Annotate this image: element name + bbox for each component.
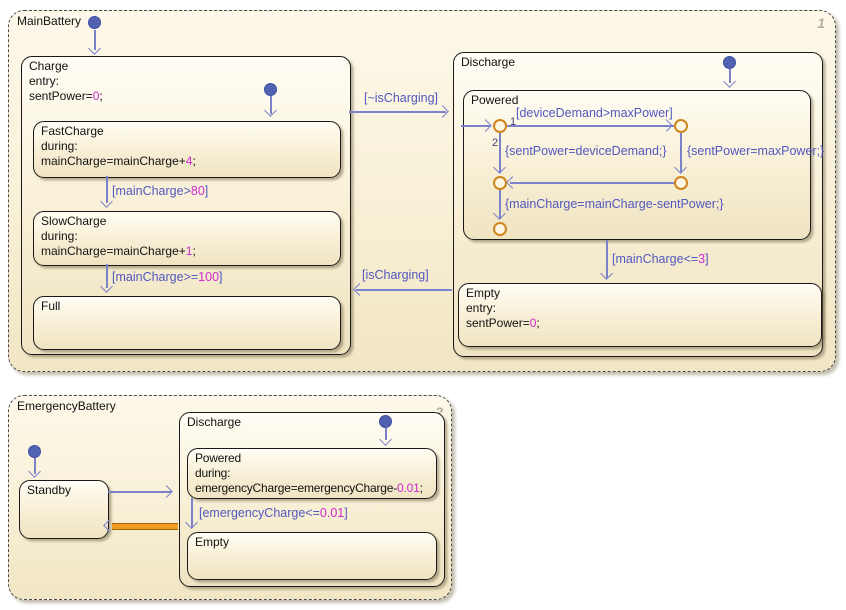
transition-send-max[interactable] [680,133,682,173]
default-transition-dot[interactable] [723,56,736,69]
state-label-block: Charge entry: sentPower=0; [22,57,350,104]
state-title: Discharge [461,55,516,69]
transition-label[interactable]: {sentPower=maxPower;} [687,144,825,158]
transition-label[interactable]: [mainCharge>=100] [112,270,223,284]
state-title: Standby [27,483,72,497]
junction[interactable] [493,176,507,190]
state-full[interactable]: Full [33,296,341,350]
state-title: EmergencyBattery [17,399,116,413]
transition-powered-entry[interactable] [461,125,490,127]
transition-label[interactable]: [isCharging] [362,268,429,282]
junction[interactable] [674,119,688,133]
state-label-block: FastCharge during: mainCharge=mainCharge… [34,122,340,169]
transition-label[interactable]: {mainCharge=mainCharge-sentPower;} [505,197,724,211]
state-title: Powered [471,93,519,107]
transition-slow-to-full[interactable] [106,264,108,288]
entry-keyword: entry: [29,74,60,88]
state-slowcharge[interactable]: SlowCharge during: mainCharge=mainCharge… [33,211,341,266]
default-transition-line[interactable] [94,30,96,50]
transition-label[interactable]: [deviceDemand>maxPower] [516,106,673,120]
junction[interactable] [493,222,507,236]
state-label-block: Full [34,297,340,314]
default-transition-line[interactable] [270,96,272,114]
state-label-block: Empty [188,533,436,550]
state-title: Empty [195,535,230,549]
default-transition-line[interactable] [729,69,731,83]
state-title: Full [41,299,61,313]
junction[interactable] [674,176,688,190]
state-mainbattery[interactable]: MainBattery 1 Charge entry: sentPower=0;… [8,10,836,372]
state-emergency-powered[interactable]: Powered during: emergencyCharge=emergenc… [187,448,437,499]
state-emergencybattery[interactable]: EmergencyBattery 2 Standby Discharge Pow… [8,395,452,600]
during-action: mainCharge=mainCharge+1; [41,244,196,258]
state-title: Powered [195,451,241,465]
transition-standby-to-discharge[interactable] [108,491,172,493]
during-keyword: during: [195,466,231,480]
default-transition-line[interactable] [34,458,36,474]
state-title: MainBattery [17,14,82,28]
during-action: mainCharge=mainCharge+4; [41,154,196,168]
transition-to-empty[interactable] [606,240,608,278]
default-transition-dot[interactable] [264,83,277,96]
state-label-block: Discharge [454,53,822,70]
entry-action: sentPower=0; [466,316,540,330]
state-title: Discharge [187,415,242,429]
state-discharge[interactable]: Discharge Powered Empty entry: sentPower… [453,52,823,357]
transition-fast-to-slow[interactable] [106,176,108,203]
during-keyword: during: [41,139,78,153]
transition-label[interactable]: [emergencyCharge<=0.01] [199,506,348,520]
state-fastcharge[interactable]: FastCharge during: mainCharge=mainCharge… [33,121,341,178]
state-label-block: Standby [20,481,108,498]
transition-label[interactable]: [~isCharging] [364,91,438,105]
state-label-block: SlowCharge during: mainCharge=mainCharge… [34,212,340,259]
transition-order-number: 1 [510,116,517,128]
transition-demand-gt-max[interactable] [507,125,674,127]
parallel-order-badge: 1 [817,15,825,31]
state-label-block: Powered [464,91,810,108]
junction[interactable] [493,119,507,133]
state-label-block: Powered during: emergencyCharge=emergenc… [188,449,436,496]
during-action: emergencyCharge=emergencyCharge-0.01; [195,481,423,495]
state-emergency-empty[interactable]: Empty [187,532,437,580]
transition-drain[interactable] [499,190,501,219]
transition-label[interactable]: [mainCharge<=3] [612,252,709,266]
state-powered[interactable]: Powered [463,90,811,240]
state-title: SlowCharge [41,214,107,228]
state-standby[interactable]: Standby [19,480,109,539]
transition-merge[interactable] [510,182,675,184]
state-empty[interactable]: Empty entry: sentPower=0; [458,283,822,347]
default-transition-dot[interactable] [88,16,101,29]
transition-label[interactable]: [mainCharge>80] [112,184,209,198]
parallel-order-badge: 2 [435,404,443,420]
state-title: Empty [466,286,501,300]
transition-order-number: 2 [492,137,499,149]
transition-emergency-to-empty[interactable] [191,498,193,528]
entry-keyword: entry: [466,301,497,315]
default-transition-dot[interactable] [379,415,392,428]
transition-send-demand[interactable] [499,133,501,173]
transition-not-charging[interactable] [349,111,446,113]
transition-discharge-to-standby-highlighted[interactable] [112,523,178,530]
entry-action: sentPower=0; [29,89,103,103]
state-label-block: Empty entry: sentPower=0; [459,284,821,331]
default-transition-dot[interactable] [28,445,41,458]
state-label-block: Discharge [180,413,444,430]
during-keyword: during: [41,229,78,243]
default-transition-line[interactable] [385,428,387,440]
state-title: FastCharge [41,124,104,138]
state-emergency-discharge[interactable]: Discharge Powered during: emergencyCharg… [179,412,445,587]
state-title: Charge [29,59,69,73]
transition-label[interactable]: {sentPower=deviceDemand;} [505,144,667,158]
state-charge[interactable]: Charge entry: sentPower=0; FastCharge du… [21,56,351,355]
transition-charging[interactable] [356,289,452,291]
